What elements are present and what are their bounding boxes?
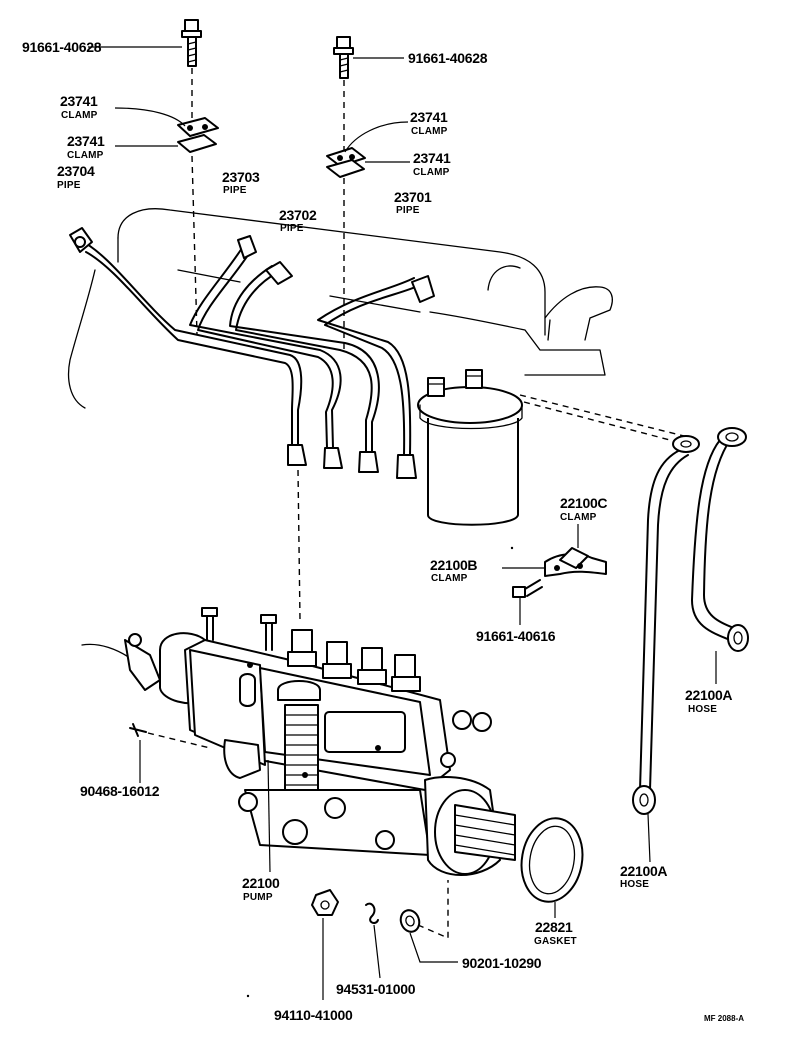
clamp-c-name: CLAMP — [411, 126, 448, 137]
pipe-23701-number: 23701 — [394, 189, 432, 205]
pump-name: PUMP — [243, 892, 273, 903]
clamp-right-icon[interactable] — [326, 147, 366, 178]
washer-90201-icon[interactable] — [398, 908, 422, 935]
pipe-23701-name: PIPE — [396, 205, 420, 216]
hose-upper-name: HOSE — [688, 704, 718, 715]
gasket-name: GASKET — [534, 936, 577, 947]
bolt-left-icon[interactable] — [181, 19, 202, 67]
clamp-left-icon[interactable] — [177, 117, 219, 153]
hose-lower-name: HOSE — [620, 879, 650, 890]
engine-head-outline — [67, 208, 613, 409]
bolt-right-number: 91661-40628 — [408, 50, 488, 66]
pipe-23703-name: PIPE — [223, 185, 247, 196]
injection-pump[interactable] — [81, 607, 516, 876]
bolt-left-number: 91661-40628 — [22, 39, 102, 55]
clamp-b-name: CLAMP — [67, 150, 104, 161]
pipe-23702-name: PIPE — [280, 223, 304, 234]
washer-94531-number: 94531-01000 — [336, 981, 416, 997]
clamp-22100c-number: 22100C — [560, 495, 608, 511]
part-90468-number: 90468-16012 — [80, 783, 160, 799]
gasket-number: 22821 — [535, 919, 573, 935]
gasket-icon[interactable] — [515, 813, 589, 906]
pipe-23703-number: 23703 — [222, 169, 260, 185]
bolt-right-icon[interactable] — [333, 36, 354, 79]
injection-pipes[interactable] — [69, 227, 435, 479]
clamp-22100b-number: 22100B — [430, 557, 478, 573]
clamp-d-name: CLAMP — [413, 167, 450, 178]
nut-94110-number: 94110-41000 — [274, 1007, 353, 1023]
clamp-22100b-name: CLAMP — [431, 573, 468, 584]
clamp-a-number: 23741 — [60, 93, 98, 109]
clamp-b-number: 23741 — [67, 133, 105, 149]
pipe-23704-name: PIPE — [57, 180, 81, 191]
hose-lower[interactable] — [632, 435, 700, 815]
clamp-d-number: 23741 — [413, 150, 451, 166]
clamp-22100bc-icon[interactable] — [544, 547, 607, 577]
pipe-23702-number: 23702 — [279, 207, 317, 223]
hose-upper[interactable] — [691, 427, 749, 652]
bolt-small-icon[interactable] — [512, 579, 543, 598]
pipe-23704-number: 23704 — [57, 163, 95, 179]
hose-upper-number: 22100A — [685, 687, 733, 703]
washer-94531-icon[interactable] — [365, 902, 379, 924]
clamp-a-name: CLAMP — [61, 110, 98, 121]
clamp-22100c-name: CLAMP — [560, 512, 597, 523]
nut-94110-icon[interactable] — [311, 889, 339, 916]
washer-90201-number: 90201-10290 — [462, 955, 542, 971]
clamp-c-number: 23741 — [410, 109, 448, 125]
pump-number: 22100 — [242, 875, 280, 891]
fuel-filter[interactable] — [417, 369, 523, 526]
clip-90468-icon[interactable] — [129, 723, 147, 737]
hose-lower-number: 22100A — [620, 863, 668, 879]
bolt-91661-40616-number: 91661-40616 — [476, 628, 556, 644]
footer-code: MF 2088-A — [704, 1014, 745, 1023]
